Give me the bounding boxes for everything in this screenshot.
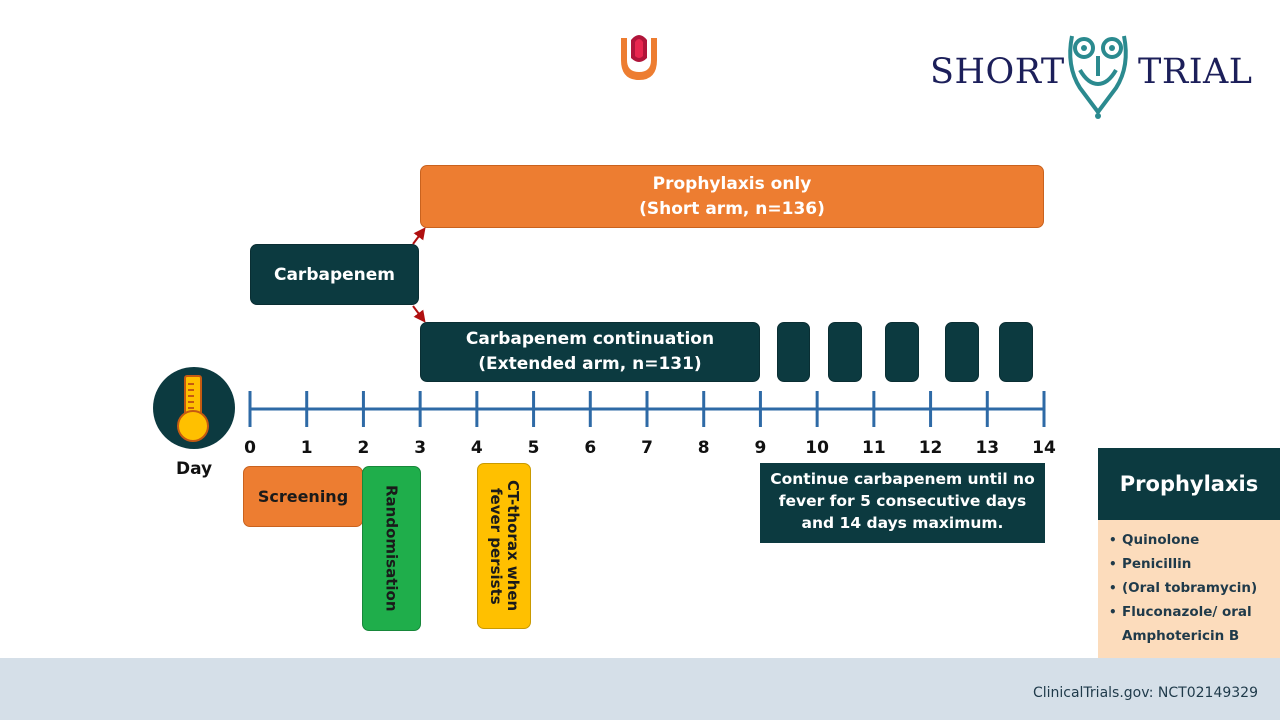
screening-box: Screening (243, 466, 363, 527)
continuation-block (828, 322, 862, 382)
tulip-logo (617, 30, 661, 84)
timeline-tick-label: 7 (641, 438, 653, 458)
timeline-tick-label: 5 (527, 438, 540, 458)
arrow-to-extended-arm (412, 305, 426, 323)
timeline-tick-label: 10 (805, 438, 829, 458)
prophylaxis-panel-list: QuinolonePenicillin(Oral tobramycin)Fluc… (1098, 520, 1280, 660)
prophylaxis-only-line1: Prophylaxis only (652, 173, 812, 194)
timeline-tick-label: 14 (1032, 438, 1056, 458)
prophylaxis-panel-title: Prophylaxis (1098, 448, 1280, 520)
prophylaxis-only-box: Prophylaxis only (Short arm, n=136) (420, 165, 1044, 228)
carbapenem-box: Carbapenem (250, 244, 419, 305)
arrow-to-short-arm (412, 227, 426, 245)
continuation-block (777, 322, 810, 382)
prophylaxis-item: Fluconazole/ oral Amphotericin B (1109, 600, 1274, 648)
carbapenem-continuation-box: Carbapenem continuation (Extended arm, n… (420, 322, 760, 382)
timeline-tick-label: 11 (862, 438, 886, 458)
randomisation-box: Randomisation (362, 466, 421, 631)
footer-reference: ClinicalTrials.gov: NCT02149329 (1032, 685, 1258, 701)
timeline-tick-label: 4 (470, 438, 483, 458)
continuation-block (885, 322, 919, 382)
brand-right-word: TRIAL (1138, 52, 1253, 92)
owl-emblem-icon (1062, 26, 1134, 120)
timeline-tick-label: 1 (300, 438, 313, 458)
timeline-axis (248, 391, 1046, 427)
timeline-tick-label: 0 (244, 438, 256, 458)
day-axis-label: Day (176, 459, 213, 479)
timeline-tick-label: 9 (754, 438, 767, 458)
footer-bar (0, 658, 1280, 720)
continuation-block (999, 322, 1033, 382)
prophylaxis-item: Quinolone (1109, 528, 1274, 552)
continuation-block (945, 322, 979, 382)
screening-label: Screening (257, 487, 349, 506)
thermometer-icon (152, 366, 236, 450)
ct-thorax-box: CT-thorax when fever persists (477, 463, 531, 629)
continue-carbapenem-note: Continue carbapenem until no fever for 5… (760, 463, 1045, 543)
prophylaxis-only-line2: (Short arm, n=136) (639, 198, 825, 219)
continuation-line2: (Extended arm, n=131) (478, 354, 702, 374)
timeline-tick-label: 8 (697, 438, 710, 458)
continuation-line1: Carbapenem continuation (465, 329, 715, 349)
ct-thorax-label: CT-thorax when fever persists (487, 480, 522, 612)
prophylaxis-item: Penicillin (1109, 552, 1274, 576)
branch-arrows (412, 227, 426, 323)
brand-left-word: SHORT (930, 52, 1065, 92)
randomisation-label: Randomisation (382, 485, 401, 612)
timeline-tick-label: 3 (414, 438, 427, 458)
continue-note-text: Continue carbapenem until no fever for 5… (770, 470, 1035, 532)
timeline-tick-label: 6 (584, 438, 597, 458)
timeline-tick-label: 12 (918, 438, 943, 458)
timeline-tick-label: 13 (975, 438, 1000, 458)
timeline-tick-label: 2 (357, 438, 370, 458)
carbapenem-label: Carbapenem (273, 264, 396, 285)
prophylaxis-item: (Oral tobramycin) (1109, 576, 1274, 600)
